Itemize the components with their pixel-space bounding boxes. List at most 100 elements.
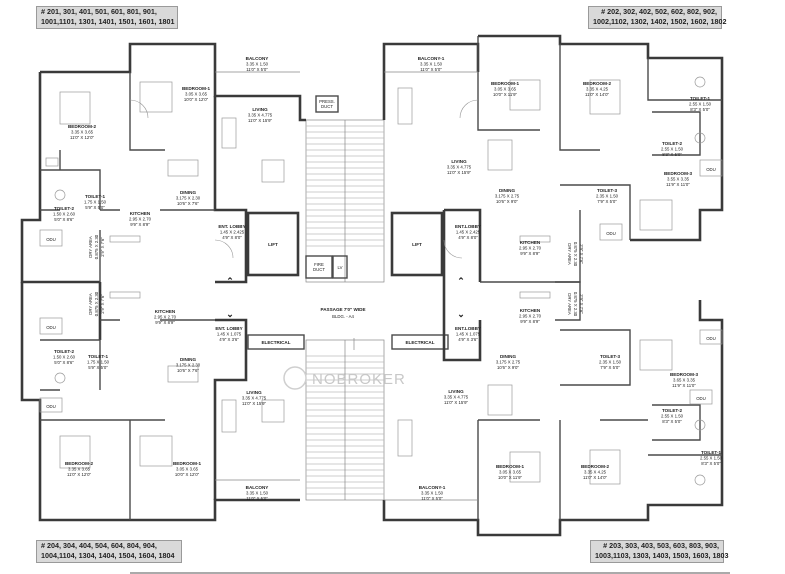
room-dimensions: 3.35 X 1.50 <box>421 491 444 496</box>
room-dimensions: 1.75 X 1.50 <box>87 360 110 365</box>
room-dimensions: 10'6" X 7'6" <box>177 201 199 206</box>
room-dimensions: 1.45 X 2.425 <box>220 230 245 235</box>
toilet-icon <box>54 372 66 384</box>
room-label-tl-toilet2: TOILET-21.50 X 2.605'0" X 8'6" <box>53 206 76 222</box>
room-name: BEDROOM-3 <box>664 171 693 176</box>
watermark: NOBROKER <box>312 371 406 388</box>
wall <box>477 36 540 131</box>
room-name: TOILET-1 <box>690 96 711 101</box>
room-name: TOILET-3 <box>597 188 618 193</box>
dry-area-dims: 2'9" X 7'6" <box>579 294 584 314</box>
building-label: BLDG. - A4 <box>332 314 354 319</box>
room-dimensions: 11'9" X 11'0" <box>666 182 690 187</box>
room-name: BEDROOM-1 <box>173 461 202 466</box>
room-label-tr-toilet3: TOILET-32.35 X 1.507'9" X 5'0" <box>596 188 619 204</box>
unit-top-left: ODU <box>20 42 306 284</box>
room-dimensions: 11'0" X 15'9" <box>444 400 468 405</box>
room-name: BEDROOM-1 <box>182 86 211 91</box>
fire-duct <box>305 255 333 279</box>
room-dimensions: 4'9" X 3'6" <box>219 337 239 342</box>
room-dimensions: 3.55 X 3.35 <box>667 177 690 182</box>
room-name: TOILET-1 <box>701 450 722 455</box>
toilet-icon <box>694 132 706 144</box>
wall <box>129 72 165 151</box>
unit-numbers-line: 1003,1103, 1303, 1403, 1503, 1603, 1803 <box>595 551 729 560</box>
unit-bottom-right: ODU ODU <box>382 281 724 537</box>
room-dimensions: 11'0" X 5'0" <box>246 67 268 72</box>
dining-table-icon <box>487 384 513 416</box>
room-dimensions: 11'0" X 5'0" <box>420 67 442 72</box>
room-dimensions: 1.50 X 2.60 <box>53 355 76 360</box>
room-dimensions: 3.35 X 4.775 <box>242 396 267 401</box>
room-dimensions: 1.45 X 1.075 <box>217 332 242 337</box>
bed-icon <box>589 79 621 115</box>
odu-label: ODU <box>46 237 56 242</box>
bed-icon <box>59 435 91 469</box>
room-label-tr-toilet2: TOILET-22.55 X 1.508'3" X 5'0" <box>661 141 684 157</box>
room-dimensions: 5'9" X 5'0" <box>85 205 105 210</box>
room-dimensions: 11'9" X 11'0" <box>672 383 696 388</box>
dry-area-label: DRY AREA <box>567 293 572 315</box>
room-dimensions: 11'0" X 14'0" <box>583 475 607 480</box>
unit-bottom-left: ODU ODU <box>20 282 300 522</box>
electrical-room-right <box>391 334 449 350</box>
dry-area-dims: 2'9" X 7'6" <box>100 237 105 257</box>
odu-unit <box>39 229 63 247</box>
unit-numbers-bottom-left: # 204, 304, 404, 504, 604, 804, 904, 100… <box>36 540 182 563</box>
room-label-br-toilet3: TOILET-32.35 X 1.507'9" X 5'0" <box>599 354 622 370</box>
room-dimensions: 9'9" X 8'9" <box>130 222 150 227</box>
washbasin-icon <box>45 157 59 167</box>
dry-area-dims: 2'9" X 7'6" <box>100 294 105 314</box>
wall <box>442 282 482 362</box>
kitchen-counter-icon <box>109 235 141 243</box>
room-dimensions: 11'0" X 12'0" <box>70 135 94 140</box>
room-dimensions: 11'0" X 15'9" <box>248 118 272 123</box>
odu-unit <box>689 389 713 405</box>
unit-numbers-line: 1004,1104, 1304, 1404, 1504, 1604, 1804 <box>41 551 175 560</box>
room-dimensions: 9'9" X 8'9" <box>520 251 540 256</box>
wall <box>560 329 631 386</box>
room-dimensions: 3.35 X 4.775 <box>444 395 469 400</box>
odu-unit <box>699 159 723 177</box>
room-dimensions: 2.95 X 2.70 <box>129 217 152 222</box>
room-name: BEDROOM-1 <box>496 464 525 469</box>
unit-numbers-line: # 201, 301, 401, 501, 601, 801, 901, <box>41 7 157 16</box>
room-dimensions: 5'9" X 5'0" <box>88 365 108 370</box>
room-dimensions: 3.35 X 4.775 <box>447 165 472 170</box>
press-duct <box>315 95 339 113</box>
room-name: TOILET-2 <box>54 206 75 211</box>
room-name: BEDROOM-2 <box>583 81 612 86</box>
dry-area-dims: 2'9" X 7'6" <box>579 244 584 264</box>
wall <box>648 404 722 456</box>
wall <box>382 300 724 537</box>
wall <box>442 208 482 282</box>
room-name: TOILET-1 <box>85 194 106 199</box>
room-dimensions: 3.05 X 3.65 <box>494 87 517 92</box>
odu-unit <box>699 329 723 345</box>
room-dimensions: 5'0" X 8'6" <box>54 360 74 365</box>
bed-icon <box>589 449 621 485</box>
room-name: BEDROOM-2 <box>581 464 610 469</box>
wall <box>40 42 306 122</box>
wall <box>40 419 165 520</box>
room-dimensions: 10'0" X 11'9" <box>493 92 517 97</box>
odu-unit <box>599 223 623 241</box>
bed-icon <box>139 81 173 113</box>
room-name: DINING <box>180 190 197 195</box>
room-dimensions: 3.35 X 4.25 <box>586 87 609 92</box>
tv-unit-icon <box>261 159 285 183</box>
unit-numbers-line: 1002,1102, 1302, 1402, 1502, 1602, 1802 <box>593 17 727 26</box>
room-dimensions: 4'9" X 8'0" <box>458 235 478 240</box>
room-dimensions: 11'0" X 12'0" <box>67 472 91 477</box>
unit-numbers-top-left: # 201, 301, 401, 501, 601, 801, 901, 100… <box>36 6 178 29</box>
